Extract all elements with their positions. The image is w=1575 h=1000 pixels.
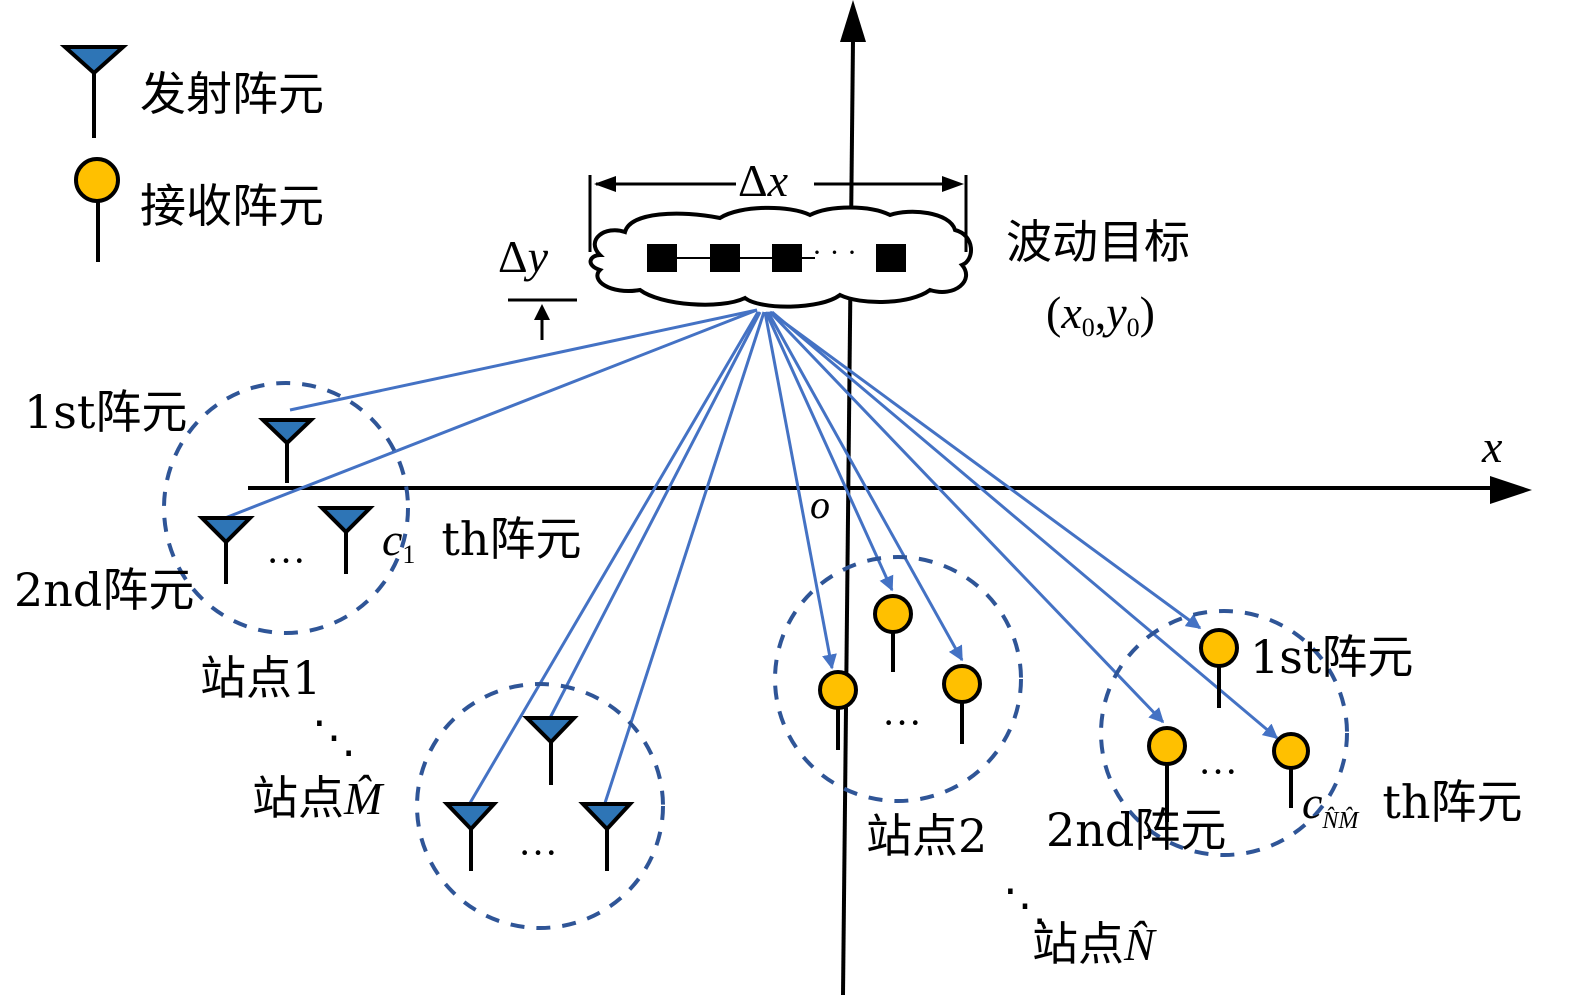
station-N-first-element-label: 1st阵元	[1250, 630, 1413, 684]
scatterer-ellipsis: · · ·	[812, 236, 857, 269]
legend-receive-icon	[74, 157, 120, 262]
station-M-boundary	[415, 682, 665, 930]
receive-element	[942, 664, 982, 744]
legend-transmit-icon	[59, 45, 129, 138]
station-M-ellipsis: ···	[518, 830, 558, 875]
signal-rays	[224, 308, 1279, 804]
ray-rx-s2-e1	[763, 311, 837, 670]
receive-element	[1272, 732, 1310, 808]
delta-x-arrow-left	[594, 176, 616, 192]
origin-label: o	[810, 482, 830, 527]
target-coordinates: (x0,y0)	[1046, 287, 1155, 342]
receive-element	[873, 594, 913, 672]
station-2-ellipsis: ···	[882, 700, 922, 745]
receive-element	[818, 670, 858, 750]
target-label: 波动目标	[1006, 215, 1190, 269]
ray-rx-sN-e1	[769, 310, 1202, 630]
transmit-element	[197, 516, 255, 584]
delta-y-label: Δy	[498, 231, 549, 282]
y-axis	[841, 39, 855, 996]
station-N-name: 站点N̂	[1032, 917, 1157, 971]
fluctuating-target: · · · Δx Δy 波动目标 (x0,y0)	[498, 155, 1190, 342]
ray-tx-sM-e3	[603, 311, 766, 804]
scatterer	[647, 244, 677, 272]
ray-tx-s1-e1	[289, 308, 758, 412]
coordinate-axes: x o	[248, 0, 1532, 996]
ray-tx-sM-e1	[468, 311, 760, 804]
ray-tx-s1-e2	[224, 308, 758, 520]
station-M-vertical-dots: ⋱	[312, 713, 356, 762]
station-2-name: 站点2	[866, 809, 987, 863]
station-N-ellipsis: ···	[1198, 749, 1238, 794]
legend-transmit-label: 发射阵元	[140, 67, 324, 121]
station-1-ellipsis: ···	[266, 538, 306, 583]
delta-x-arrow-right	[942, 176, 964, 192]
scatterer	[772, 244, 802, 272]
station-1-boundary	[162, 381, 410, 635]
station-2-boundary	[773, 555, 1023, 803]
ray-rx-s2-e3	[766, 311, 964, 662]
delta-y-arrowhead	[534, 304, 550, 320]
station-N-boundary	[1099, 609, 1349, 857]
receive-element	[1199, 628, 1239, 708]
legend: 发射阵元 接收阵元	[59, 45, 324, 262]
transmit-element	[317, 506, 375, 574]
station-2: ··· 站点2	[773, 555, 1023, 863]
transmit-element	[522, 716, 579, 785]
ray-tx-sM-e2	[548, 311, 762, 719]
transmit-element	[442, 802, 499, 871]
ray-rx-sN-e2	[768, 310, 1165, 724]
x-axis-arrowhead	[1490, 476, 1532, 504]
station-N-second-element-label: 2nd阵元	[1046, 803, 1226, 857]
station-N: ··· 1st阵元 2nd阵元 cN̂M̂th阵元 ⋱ 站点N̂	[1003, 609, 1523, 971]
station-1-name: 站点1	[200, 651, 321, 705]
y-axis-arrowhead	[840, 0, 866, 42]
scatterer	[876, 244, 906, 272]
station-M-name: 站点M̂	[252, 771, 385, 825]
receive-element	[1147, 726, 1187, 822]
x-axis-label: x	[1481, 421, 1503, 472]
delta-x-label: Δx	[738, 155, 789, 206]
station-M: ⋱ 站点M̂ ···	[252, 682, 665, 930]
station-1-first-element-label: 1st阵元	[24, 385, 187, 439]
station-N-last-element-label: cN̂M̂th阵元	[1302, 775, 1523, 834]
ray-rx-sN-e3	[771, 310, 1279, 740]
station-1-second-element-label: 2nd阵元	[14, 563, 194, 617]
station-N-vertical-dots: ⋱	[1003, 881, 1047, 930]
scatterer	[710, 244, 740, 272]
transmit-element	[258, 418, 316, 483]
legend-receive-label: 接收阵元	[140, 179, 324, 233]
ray-rx-s2-e2	[764, 311, 894, 592]
transmit-element	[578, 802, 635, 871]
